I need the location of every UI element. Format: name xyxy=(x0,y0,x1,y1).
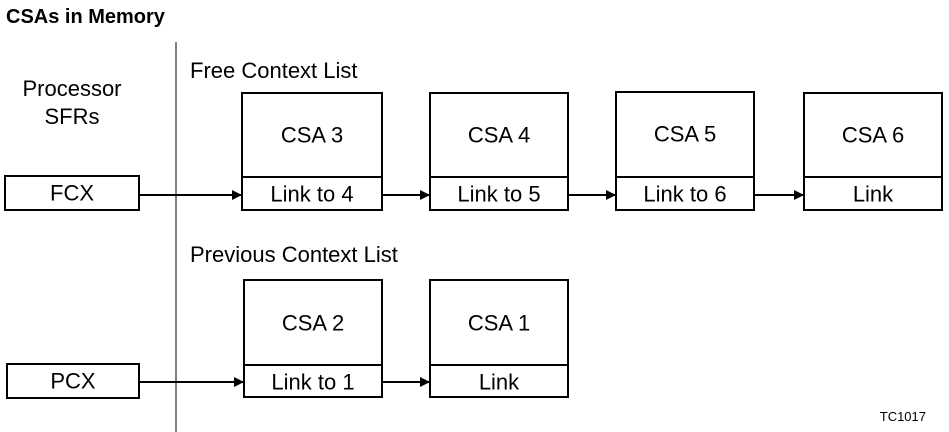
csa-2-link: Link to 1 xyxy=(271,370,354,395)
csa-6-box xyxy=(803,92,943,211)
csa-5-box xyxy=(615,91,755,211)
pcx-register-label: PCX xyxy=(50,369,96,394)
csa-2-box xyxy=(243,279,383,398)
csa-3-link: Link to 4 xyxy=(270,182,353,207)
csa-4-link: Link to 5 xyxy=(457,182,540,207)
pcx-register-box xyxy=(6,363,140,399)
csa-6-label: CSA 6 xyxy=(842,123,904,148)
figure-id: TC1017 xyxy=(880,409,926,424)
free-context-list-label: Free Context List xyxy=(190,58,358,83)
csa-3-label: CSA 3 xyxy=(281,123,343,148)
csa-4-box xyxy=(429,92,569,211)
fcx-register-box xyxy=(4,175,140,211)
previous-context-list-label: Previous Context List xyxy=(190,242,398,267)
csa-5-link: Link to 6 xyxy=(643,182,726,207)
diagram-title: CSAs in Memory xyxy=(6,6,166,28)
csa-1-link: Link xyxy=(479,370,520,395)
processor-label-line2: SFRs xyxy=(45,104,100,129)
csa-3-box xyxy=(241,92,383,211)
processor-label-line1: Processor xyxy=(22,76,121,101)
csa-4-label: CSA 4 xyxy=(468,123,530,148)
fcx-register-label: FCX xyxy=(50,181,94,206)
csa-1-label: CSA 1 xyxy=(468,311,530,336)
csa-6-link: Link xyxy=(853,182,894,207)
csa-5-label: CSA 5 xyxy=(654,122,716,147)
csa-2-label: CSA 2 xyxy=(282,311,344,336)
csa-1-box xyxy=(429,279,569,398)
